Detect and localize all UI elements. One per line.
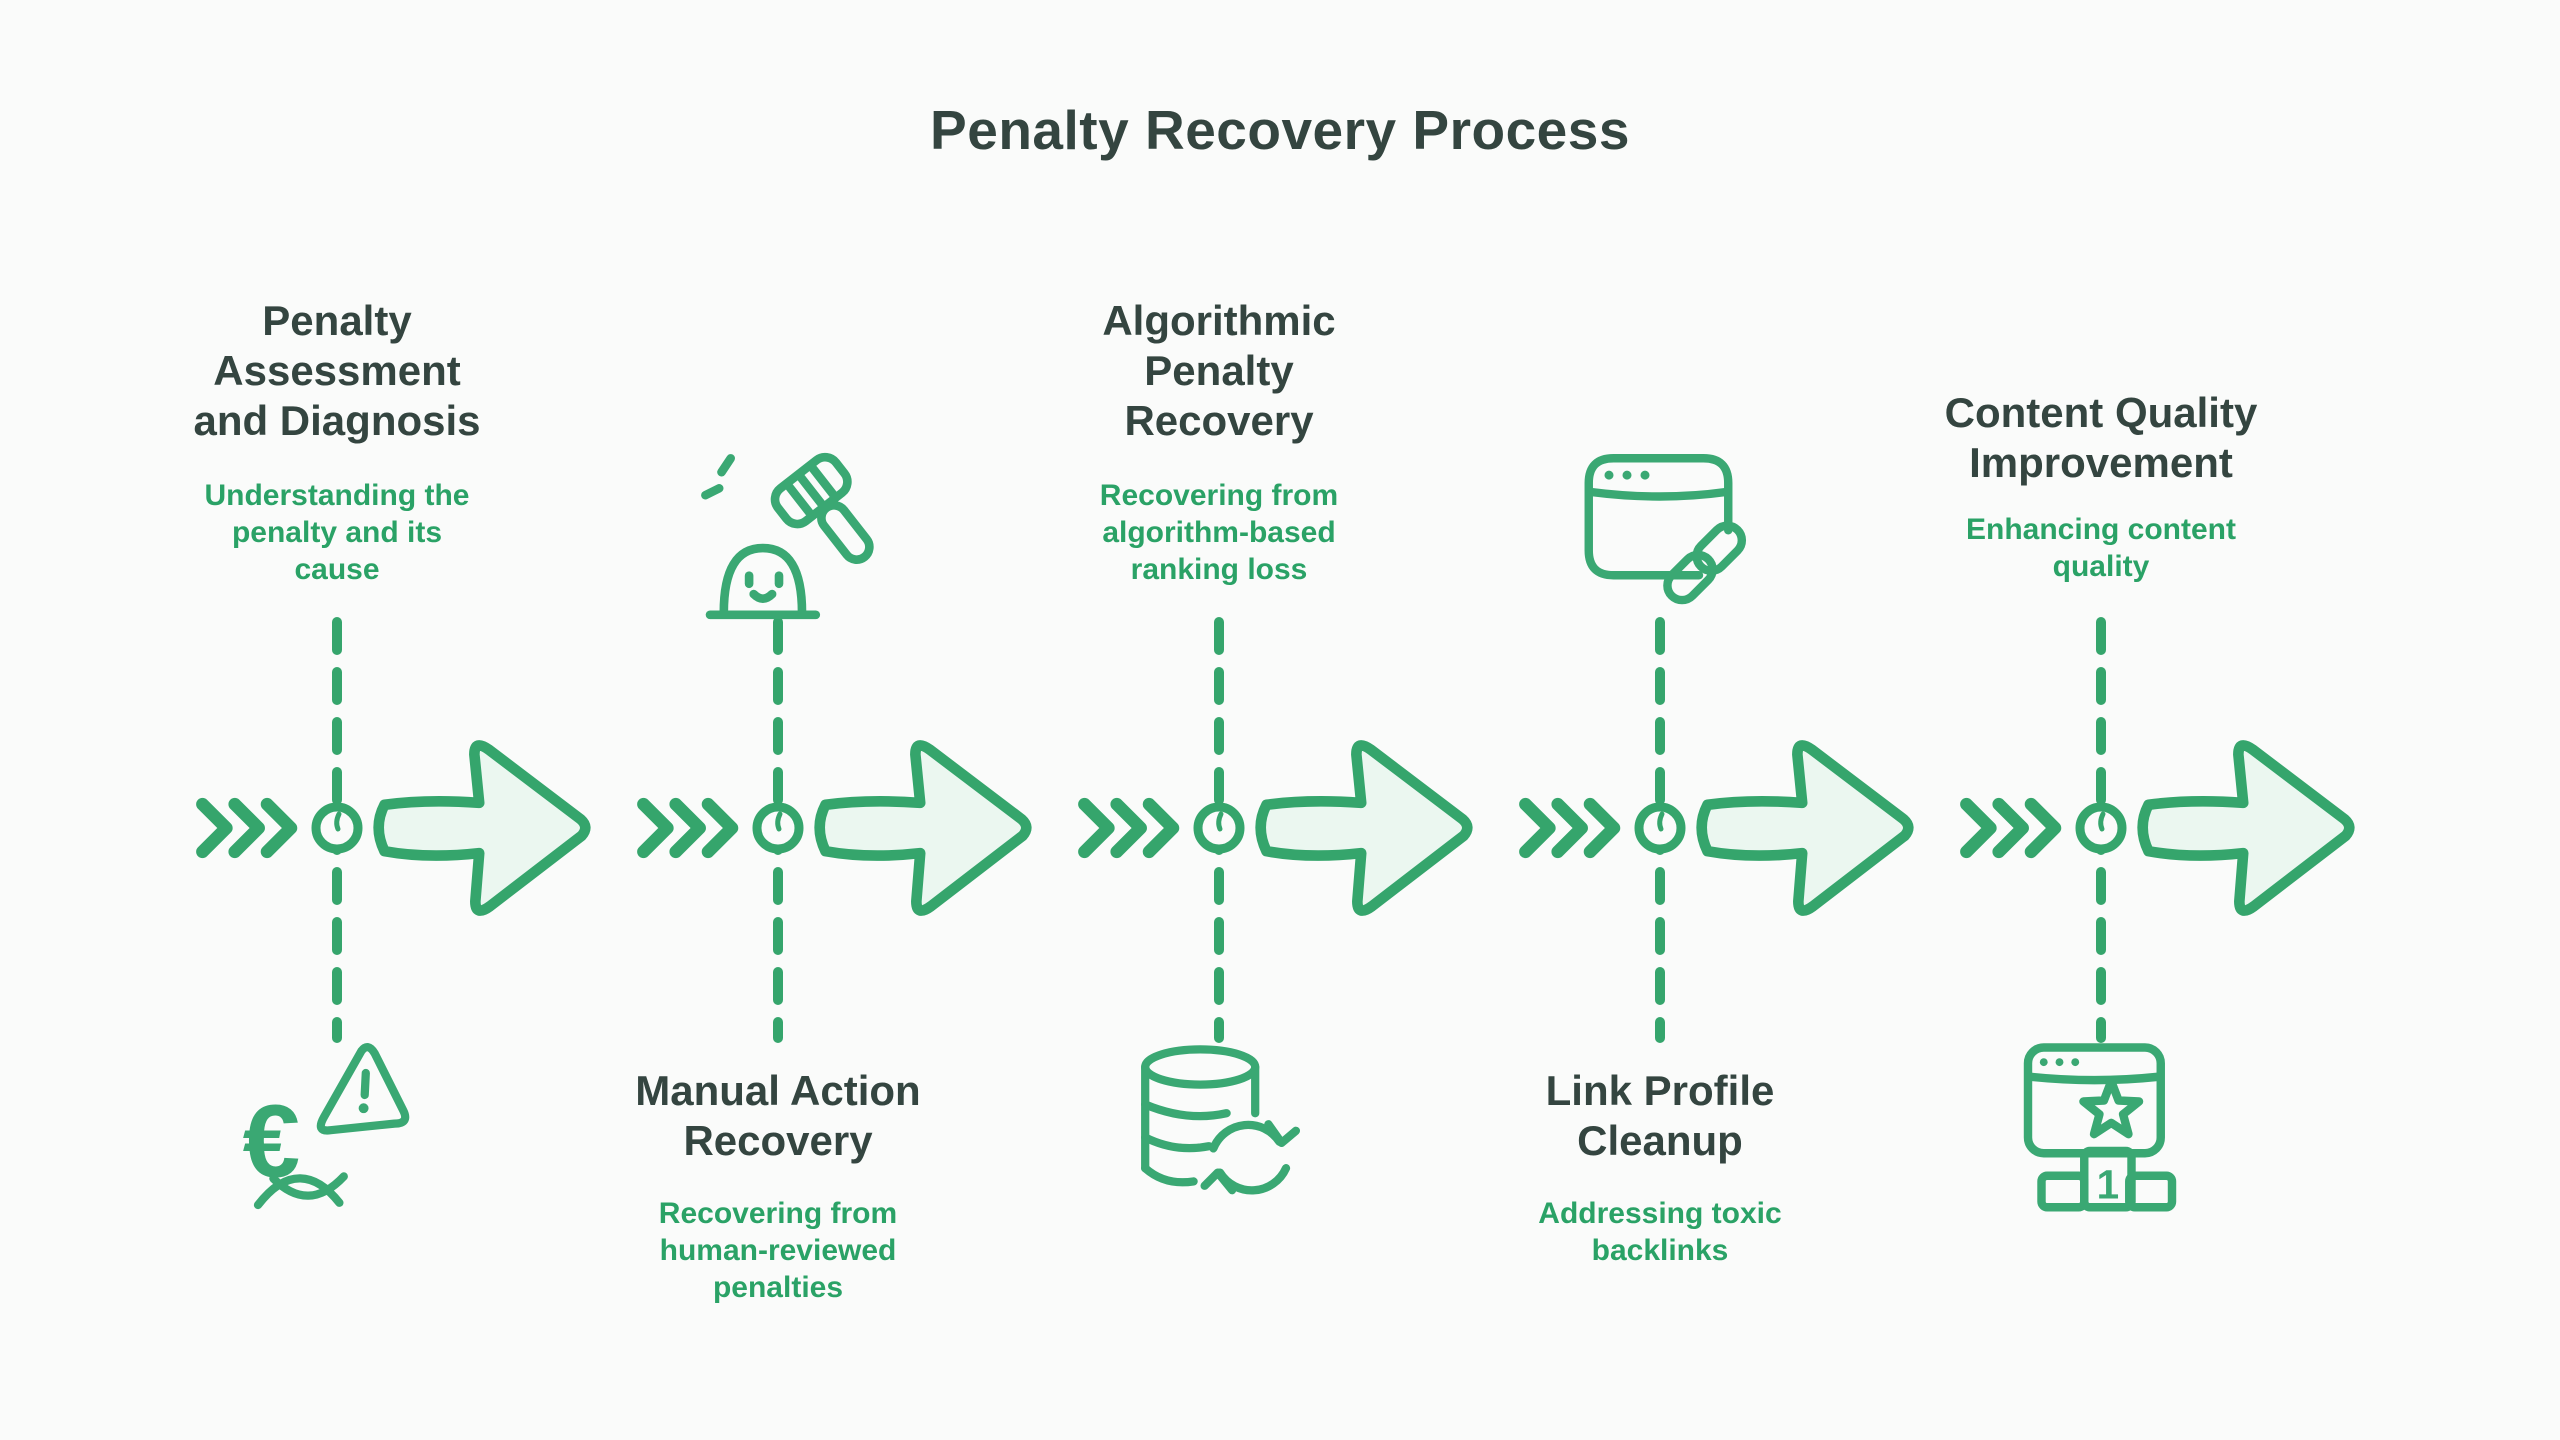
forward-arrow-icon xyxy=(1702,745,1909,910)
timeline-node xyxy=(2080,807,2122,849)
step-5-timeline xyxy=(1967,617,2350,1043)
forward-arrow-icon xyxy=(1261,745,1468,910)
podium-rank-label: 1 xyxy=(2097,1161,2120,1207)
step-5-title: Content Quality Improvement xyxy=(1944,389,2258,486)
timeline-node xyxy=(316,807,358,849)
step-2-timeline xyxy=(644,617,1027,1043)
step-3-timeline xyxy=(1085,617,1468,1043)
triple-chevron-icon xyxy=(1526,804,1614,852)
gavel-mole-icon xyxy=(701,452,874,620)
step-1-timeline xyxy=(203,617,586,1043)
step-1-title: Penalty Assessment and Diagnosis xyxy=(193,297,481,444)
step-3-subtitle: Recovering from algorithm-based ranking … xyxy=(1099,479,1339,586)
page-title: Penalty Recovery Process xyxy=(930,99,1630,161)
browser-star-podium-icon: 1 xyxy=(2023,1043,2177,1212)
step-3-title: Algorithmic Penalty Recovery xyxy=(1102,297,1336,444)
step-2-title: Manual Action Recovery xyxy=(635,1067,921,1164)
forward-arrow-icon xyxy=(379,745,586,910)
triple-chevron-icon xyxy=(644,804,732,852)
step-4-subtitle: Addressing toxic backlinks xyxy=(1538,1197,1782,1267)
browser-link-icon xyxy=(1584,454,1747,605)
step-5-subtitle: Enhancing content quality xyxy=(1966,513,2236,583)
triple-chevron-icon xyxy=(1967,804,2055,852)
euro-warning-icon: € xyxy=(243,1043,410,1210)
triple-chevron-icon xyxy=(203,804,291,852)
timeline-node xyxy=(1639,807,1681,849)
database-refresh-icon xyxy=(1141,1045,1301,1195)
forward-arrow-icon xyxy=(2143,745,2350,910)
step-4-timeline xyxy=(1526,617,1909,1043)
timeline-node xyxy=(757,807,799,849)
triple-chevron-icon xyxy=(1085,804,1173,852)
step-2-subtitle: Recovering from human-reviewed penalties xyxy=(658,1197,898,1304)
forward-arrow-icon xyxy=(820,745,1027,910)
timeline-node xyxy=(1198,807,1240,849)
step-1-subtitle: Understanding the penalty and its cause xyxy=(204,479,470,586)
step-4-title: Link Profile Cleanup xyxy=(1545,1067,1775,1164)
